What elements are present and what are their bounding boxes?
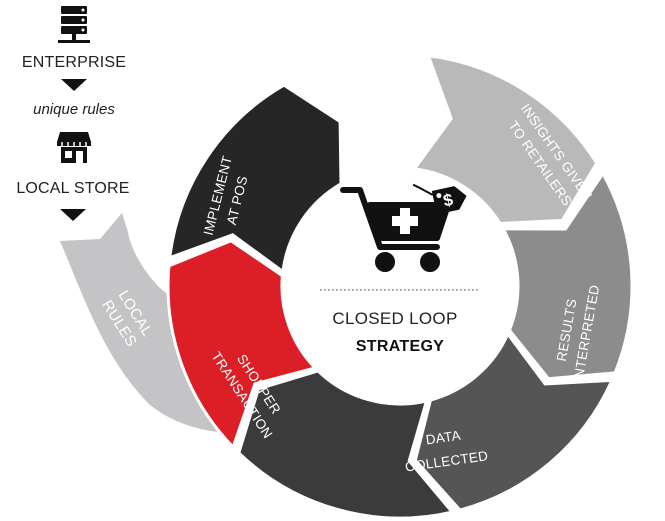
price-tag-dollar-icon: $: [412, 183, 467, 215]
down-arrow-1: [61, 79, 87, 91]
center-title-line1: CLOSED LOOP: [332, 309, 457, 328]
label-build-promotions: BUILD PROMOTIONS: [334, 53, 430, 102]
svg-text:BUILD: BUILD: [356, 53, 399, 76]
enterprise-label: ENTERPRISE: [22, 54, 126, 71]
svg-text:PROMOTIONS: PROMOTIONS: [334, 68, 430, 102]
down-arrow-2: [60, 209, 86, 221]
center-title-line2: STRATEGY: [356, 338, 444, 355]
unique-rules-label: unique rules: [33, 101, 115, 118]
segment-shopper-transaction: [166, 239, 318, 451]
server-icon: [58, 6, 90, 43]
local-store-label: LOCAL STORE: [16, 180, 129, 197]
svg-text:$: $: [441, 190, 455, 211]
storefront-icon: [57, 132, 91, 163]
plus-icon: [392, 208, 418, 234]
svg-text:DATA: DATA: [425, 428, 462, 448]
center-circle: [282, 168, 518, 404]
